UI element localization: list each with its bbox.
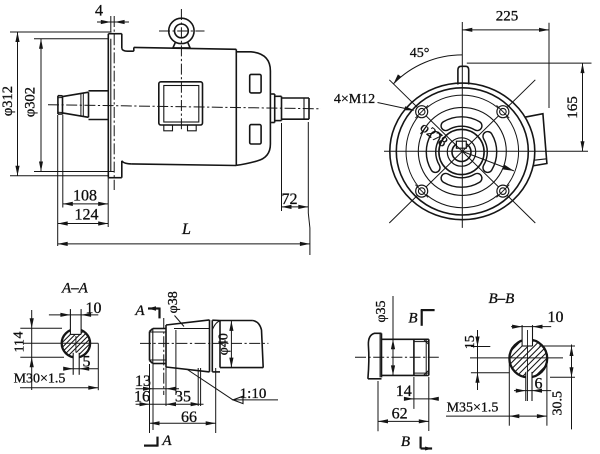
- svg-text:M30×1.5: M30×1.5: [14, 372, 66, 387]
- svg-text:10: 10: [548, 309, 564, 326]
- svg-text:φ302: φ302: [23, 87, 39, 117]
- svg-text:14: 14: [396, 383, 412, 400]
- svg-text:11: 11: [13, 339, 28, 352]
- svg-text:72: 72: [282, 191, 298, 208]
- svg-text:66: 66: [181, 409, 197, 426]
- svg-text:108: 108: [73, 187, 97, 204]
- svg-text:B–B: B–B: [488, 291, 514, 307]
- svg-text:225: 225: [496, 9, 519, 25]
- svg-text:φ40: φ40: [217, 333, 232, 355]
- svg-text:30.5: 30.5: [551, 391, 566, 416]
- svg-text:A–A: A–A: [61, 281, 89, 297]
- svg-text:4: 4: [12, 332, 27, 339]
- svg-text:124: 124: [75, 207, 99, 224]
- svg-text:1:10: 1:10: [240, 386, 267, 402]
- svg-text:6: 6: [535, 375, 543, 392]
- svg-text:φ35: φ35: [374, 300, 389, 322]
- svg-text:B: B: [408, 311, 417, 327]
- svg-text:13: 13: [135, 373, 151, 390]
- svg-text:A: A: [134, 303, 145, 319]
- svg-text:62: 62: [392, 405, 408, 422]
- svg-text:15: 15: [463, 335, 478, 349]
- svg-text:φ38: φ38: [166, 291, 181, 313]
- svg-text:4×M12: 4×M12: [334, 92, 375, 107]
- svg-text:A: A: [161, 433, 172, 449]
- svg-text:5: 5: [83, 354, 91, 371]
- svg-text:16: 16: [134, 389, 150, 406]
- svg-text:φ312: φ312: [0, 86, 16, 116]
- svg-text:45°: 45°: [410, 46, 430, 61]
- svg-text:35: 35: [175, 389, 191, 406]
- svg-text:165: 165: [565, 96, 581, 119]
- svg-text:4: 4: [95, 3, 103, 20]
- svg-text:10: 10: [86, 300, 102, 317]
- svg-text:B: B: [401, 434, 410, 450]
- svg-text:L: L: [181, 221, 191, 238]
- svg-text:M35×1.5: M35×1.5: [447, 401, 499, 416]
